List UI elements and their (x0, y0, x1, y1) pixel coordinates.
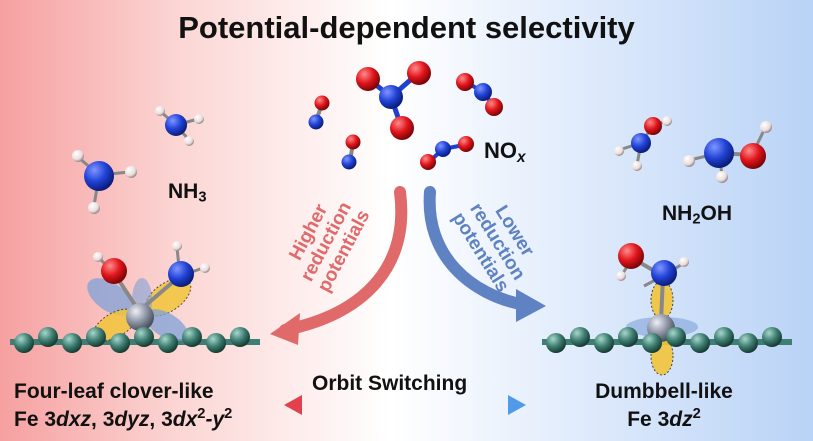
orbit-switching-arrow (284, 395, 526, 415)
nox-label: NOx (484, 138, 526, 166)
no2-molecule-2 (420, 136, 474, 170)
right-caption: Dumbbell-like Fe 3dz2 (595, 380, 733, 431)
higher-potential-arrow (270, 186, 408, 345)
page-title: Potential-dependent selectivity (178, 10, 635, 45)
left-caption: Four-leaf clover-like Fe 3dxz, 3dyz, 3dx… (14, 380, 233, 431)
no-molecule-lower (341, 134, 361, 170)
lower-potential-arrow (423, 186, 546, 322)
nh2oh-molecule-small (614, 116, 672, 171)
nh3-molecule-large (72, 150, 137, 214)
nh3-label: NH3 (168, 180, 207, 206)
no3-molecule (356, 61, 431, 140)
nh3-molecule-small (155, 106, 204, 146)
no-molecule-upper (308, 95, 330, 130)
four-leaf-catalyst (10, 241, 260, 353)
nh2oh-molecule-large (683, 121, 772, 183)
dumbbell-catalyst (542, 243, 792, 376)
orbit-switching-label: Orbit Switching (312, 372, 468, 395)
no2-molecule (456, 73, 503, 116)
nh2oh-label: NH2OH (662, 202, 733, 228)
